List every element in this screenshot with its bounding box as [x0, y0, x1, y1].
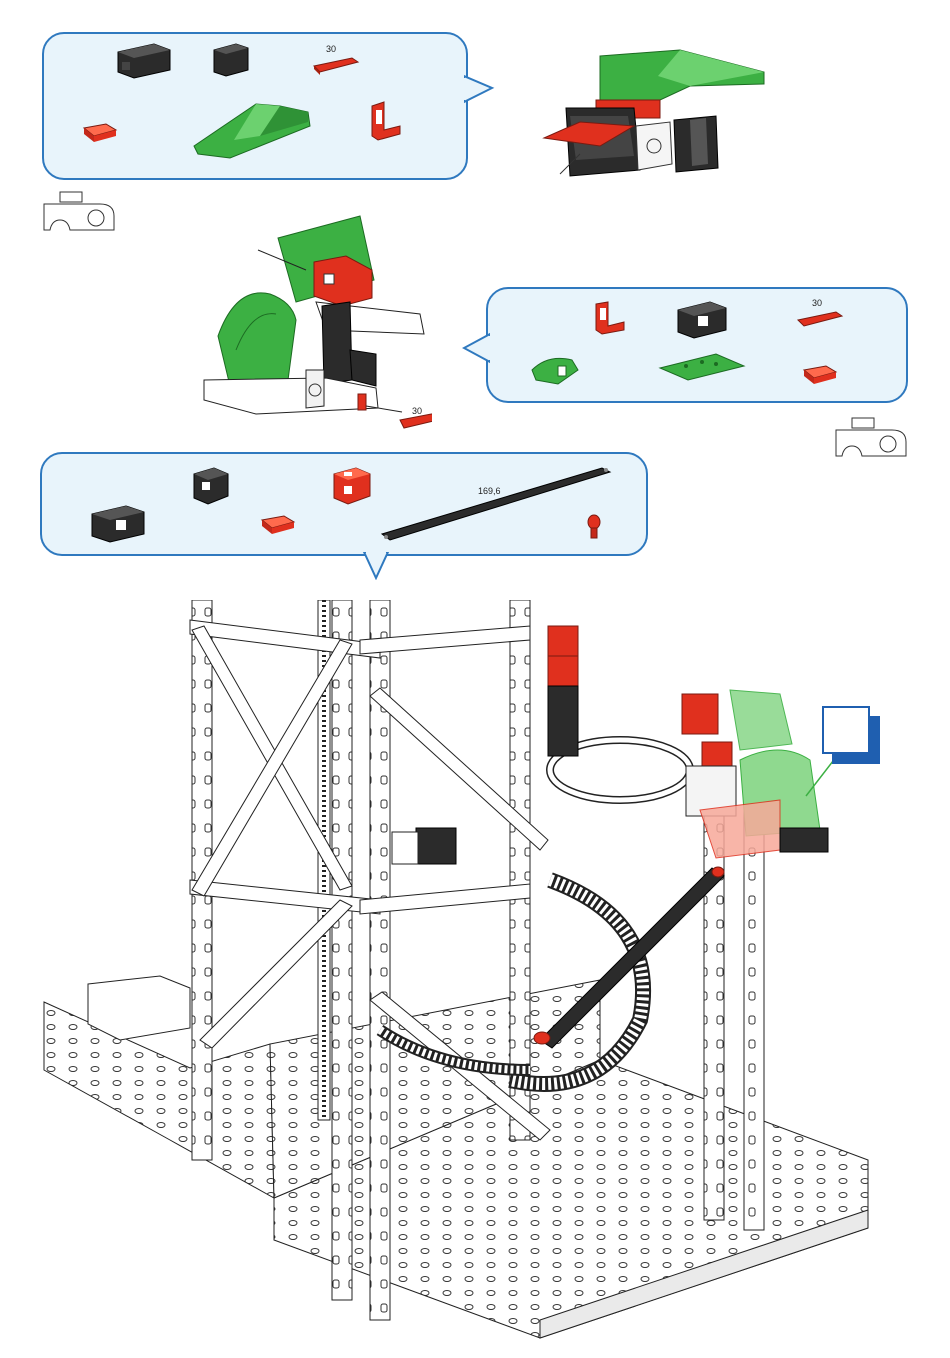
green-plate: [656, 350, 748, 384]
red-angle-block: [366, 100, 406, 142]
tower-right-upright-1: [510, 600, 530, 1140]
rail-length-label-assembly-2: 30: [412, 406, 422, 416]
red-flat-rail-30: [796, 306, 844, 332]
sub-assembly-2: [196, 210, 432, 440]
strut-length-label: 169,6: [478, 486, 501, 496]
callout-number-box: [822, 706, 870, 754]
tower-right-upright-2: [704, 800, 724, 1220]
red-small-clip: [258, 510, 298, 536]
tower-right-upright-3: [744, 810, 764, 1230]
callout-number-box-face: [822, 706, 870, 754]
black-strut: [378, 462, 614, 544]
tower-left-upright-2: [332, 600, 352, 1300]
red-flat-rail-30: [312, 52, 360, 78]
red-angle-block: [592, 300, 630, 336]
main-assembly-model: [40, 600, 880, 1340]
reorient-icon: [832, 416, 910, 458]
black-building-block: [88, 500, 148, 544]
rail-length-label-2: 30: [812, 298, 822, 308]
parts-callout-3-tail: [362, 552, 392, 580]
installed-green-hopper: [730, 690, 792, 750]
sub-assembly-1: [540, 46, 770, 182]
red-plug: [584, 512, 604, 542]
green-curved-piece: [528, 352, 584, 388]
black-cube-block: [190, 466, 232, 506]
red-cube-block: [330, 464, 374, 506]
red-small-clip: [800, 360, 840, 386]
black-building-block-30: [114, 40, 174, 82]
rail-length-label-1: 30: [326, 44, 336, 54]
green-ramp: [190, 96, 316, 160]
parts-callout-2-tail: [462, 330, 490, 368]
red-small-clip: [80, 118, 120, 144]
black-building-block: [674, 298, 730, 340]
black-building-block-15: [210, 40, 250, 80]
reorient-icon: [40, 190, 118, 232]
parts-callout-1-tail: [464, 70, 496, 110]
